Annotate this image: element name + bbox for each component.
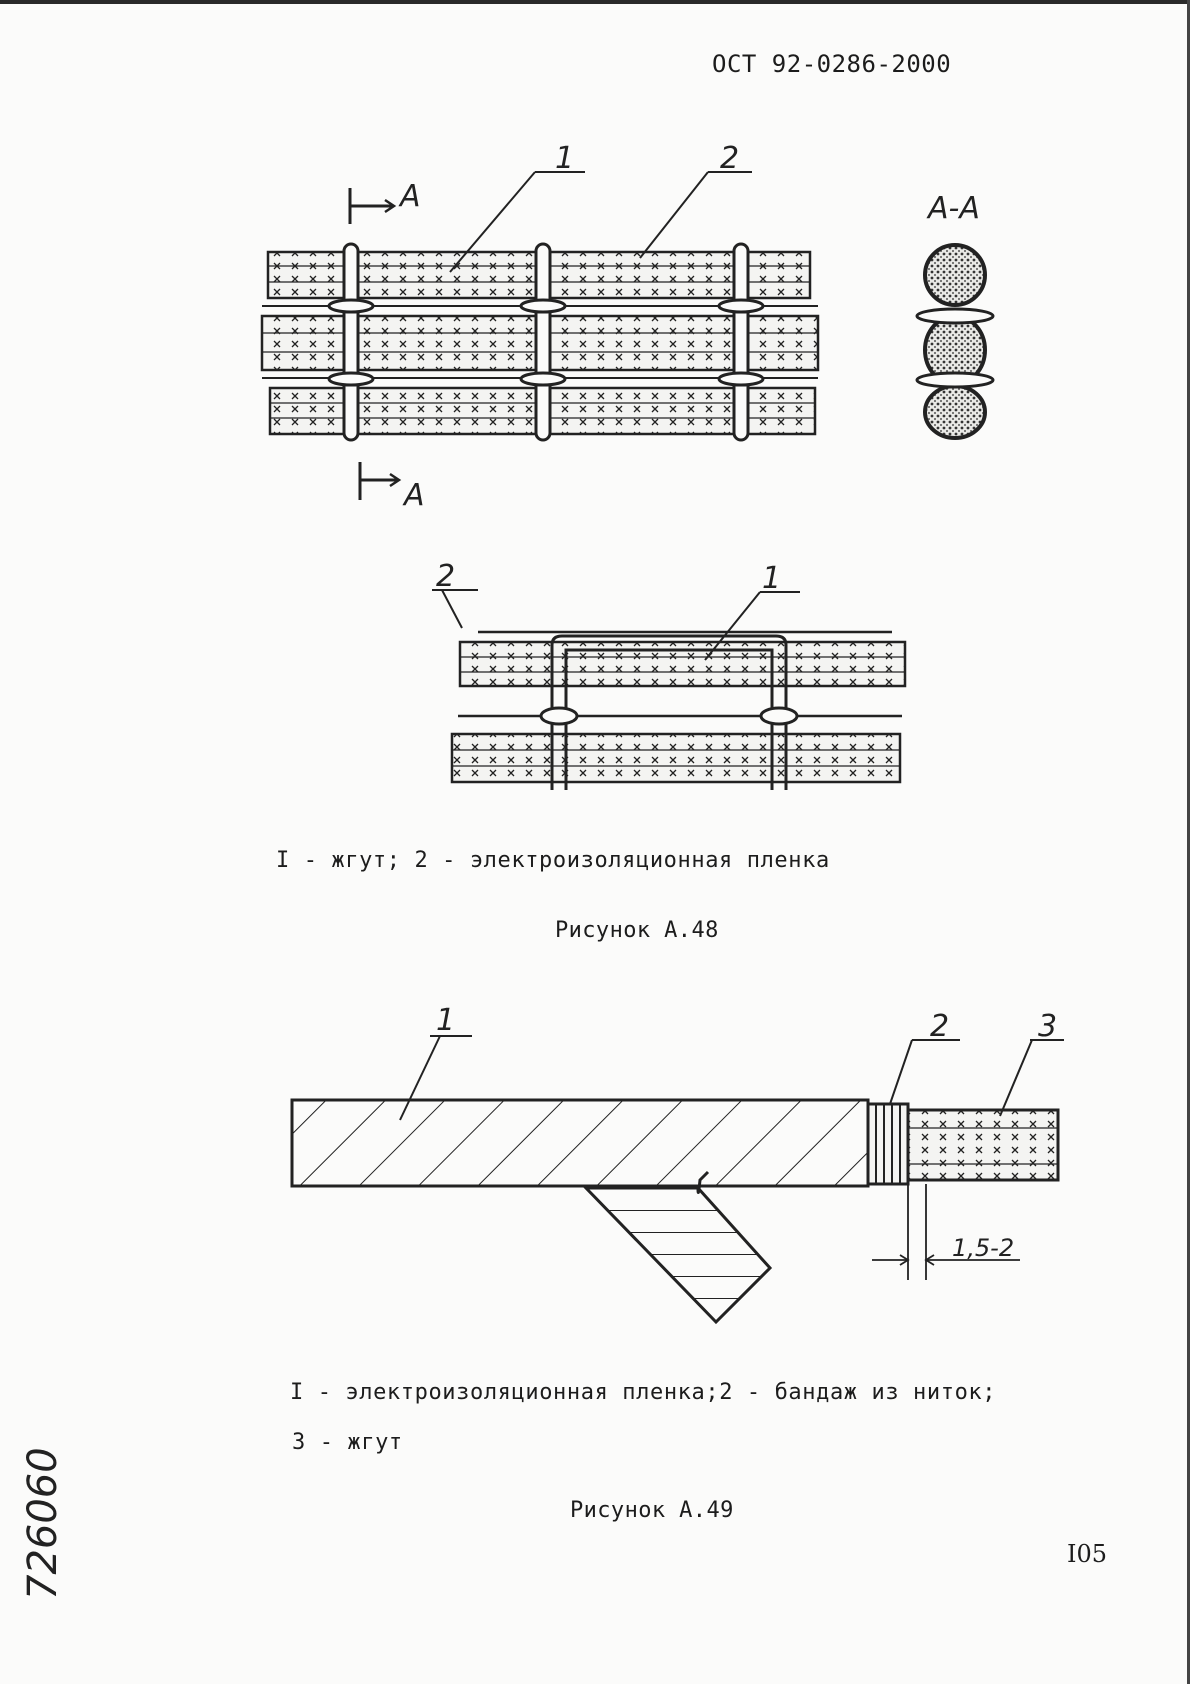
section-mark-bottom: [360, 462, 398, 500]
section-mark-top: [350, 188, 392, 224]
fig48-bottom-view: 2 1: [432, 559, 905, 790]
registration-stamp: 726060: [20, 1447, 66, 1600]
fig48-top-callout-1: 1: [555, 141, 574, 176]
fig49-title: Рисунок А.49: [570, 1498, 734, 1523]
fig49-callout-2: 2: [930, 1009, 949, 1044]
fig48-bottom-callout-1: 1: [762, 561, 781, 596]
fig49-callout-1: 1: [436, 1003, 455, 1038]
fig49-caption-line2: 3 - жгут: [292, 1430, 403, 1455]
thread-bandage: [868, 1104, 908, 1184]
fig48-top-callout-2: 2: [720, 141, 739, 176]
fig48-title: Рисунок А.48: [555, 918, 719, 943]
section-letter-top: A: [398, 179, 421, 214]
fig48-top-view: A A 1 2 A-A: [262, 141, 993, 513]
fig48-caption: I - жгут; 2 - электроизоляционная пленка: [276, 848, 830, 873]
section-aa-drawing: [917, 245, 993, 438]
harness-end: [908, 1110, 1058, 1180]
dimension-label: 1,5-2: [952, 1234, 1014, 1262]
section-letter-bottom: A: [402, 478, 425, 513]
page-number: I05: [1067, 1540, 1107, 1568]
fig49-caption-line1: I - электроизоляционная пленка;2 - банда…: [290, 1380, 996, 1405]
fig48-bottom-callout-2: 2: [436, 559, 455, 594]
section-label: A-A: [926, 191, 980, 226]
insulating-film-body: [292, 1100, 868, 1186]
film-branch: [586, 1188, 770, 1322]
fig49-callout-3: 3: [1038, 1009, 1057, 1044]
fig49-drawing: 1,5-2 1 2 3: [292, 1003, 1064, 1322]
